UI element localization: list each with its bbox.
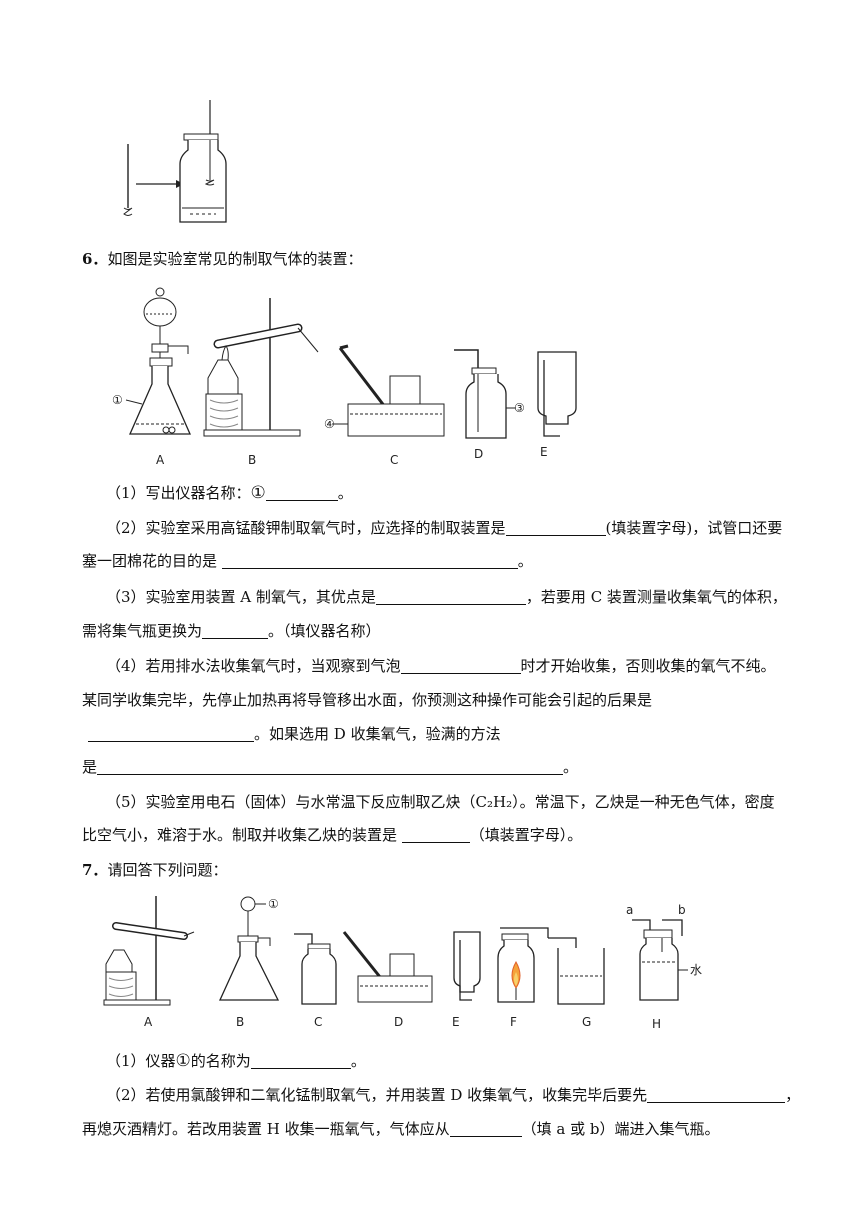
q6-part5-cont: 比空气小，难溶于水。制取并收集乙炔的装置是 （填装置字母）。: [82, 824, 582, 846]
q7-apparatus-d: [342, 931, 433, 1003]
q7-p2b-text: 再熄灭酒精灯。若改用装置 H 收集一瓶氧气，气体应从: [82, 1120, 450, 1138]
q6-answer-blank-3b[interactable]: [202, 622, 269, 639]
q6-part3: （3）实验室用装置 A 制氧气，其优点是 ，若要用 C 装置测量收集氧气的体积，: [106, 586, 787, 608]
q6-p4c-text: 。如果选用 D 收集氧气，验满的方法: [254, 725, 501, 743]
q7-stem: 7．请回答下列问题：: [82, 859, 227, 881]
q6-p3b-end: 。（填仪器名称）: [268, 622, 381, 640]
q6-label-e: E: [540, 445, 548, 459]
q7-label-water: 水: [690, 963, 702, 977]
q7-part1: （1）仪器①的名称为 。: [106, 1050, 366, 1072]
q6-part2: （2）实验室采用高锰酸钾制取氧气时，应选择的制取装置是 (填装置字母)，试管口还要: [106, 517, 782, 539]
q6-answer-blank-5[interactable]: [401, 826, 470, 843]
q6-p4b-text: 某同学收集完毕，先停止加热再将导管移出水面，你预测这种操作可能会引起的后果是: [82, 691, 653, 709]
q6-apparatus-c: [332, 344, 445, 437]
q7-label-h: H: [652, 1017, 661, 1031]
q6-p2-tail: (填装置字母)，试管口还要: [605, 519, 783, 537]
q6-part4-cont2: 。如果选用 D 收集氧气，验满的方法: [88, 723, 501, 745]
q6-label-a: A: [156, 453, 165, 467]
q6-number: 6．: [82, 250, 108, 268]
q6-p2b-text: 塞一团棉花的目的是: [82, 552, 222, 570]
q6-answer-blank-4b[interactable]: [88, 725, 254, 742]
q7-answer-blank-2a[interactable]: [647, 1086, 786, 1103]
q6-apparatus-b: [203, 298, 319, 437]
q7-apparatus-a: [103, 896, 195, 1006]
q6-part4-cont3: 是。: [82, 756, 578, 778]
q6-part2-cont: 塞一团棉花的目的是 。: [82, 550, 533, 572]
q6-label-c1: ①: [112, 393, 123, 407]
q6-part4-cont: 某同学收集完毕，先停止加热再将导管移出水面，你预测这种操作可能会引起的后果是: [82, 689, 652, 711]
q6-p5b-end: （填装置字母）。: [469, 826, 583, 844]
q6-label-d: D: [474, 447, 483, 461]
q6-answer-blank-3a[interactable]: [375, 588, 526, 605]
q6-label-c4: ④: [324, 417, 335, 431]
q6-p3-text: （3）实验室用装置 A 制氧气，其优点是: [106, 588, 376, 606]
q6-label-c: C: [390, 453, 398, 467]
q7-part2: （2）若使用氯酸钾和二氧化锰制取氧气，并用装置 D 收集氧气，收集完毕后要先 ，: [106, 1084, 800, 1106]
q6-label-c3: ③: [514, 401, 525, 415]
q6-part4: （4）若用排水法收集氧气时，当观察到气泡 时才开始收集，否则收集的氧气不纯。: [106, 655, 776, 677]
q6-apparatus-e: [537, 351, 577, 437]
q7-stem-text: 请回答下列问题：: [107, 861, 228, 879]
q7-p2b-end: （填 a 或 b）端进入集气瓶。: [521, 1120, 720, 1138]
q7-answer-blank-1[interactable]: [250, 1052, 351, 1069]
q6-p2b-end: 。: [517, 552, 533, 570]
q7-part2-cont: 再熄灭酒精灯。若改用装置 H 收集一瓶氧气，气体应从 （填 a 或 b）端进入集气…: [82, 1118, 719, 1140]
q6-p1-end: 。: [337, 484, 353, 502]
q7-apparatus-h: [632, 919, 688, 1001]
q6-apparatus-figure: ① A B ④ C ③ D E: [112, 287, 577, 467]
q7-label-b-port: b: [678, 903, 686, 917]
q6-p2-text: （2）实验室采用高锰酸钾制取氧气时，应选择的制取装置是: [106, 519, 506, 537]
q6-label-b: B: [248, 453, 256, 467]
q7-apparatus-figure: A ① B C D E F: [103, 896, 702, 1031]
top-figure-burning-wire: [123, 100, 227, 223]
q7-label-c: C: [314, 1015, 322, 1029]
q7-p1-text: （1）仪器: [106, 1052, 176, 1070]
q6-p4d-text: 是: [82, 758, 98, 776]
q7-apparatus-g: [548, 937, 605, 1005]
q6-p3b-text: 需将集气瓶更换为: [82, 622, 203, 640]
q6-answer-blank-1[interactable]: [265, 484, 338, 501]
q7-number: 7．: [82, 861, 108, 879]
q6-part5: （5）实验室用电石（固体）与水常温下反应制取乙炔（C₂H₂）。常温下，乙炔是一种…: [106, 791, 775, 813]
q7-label-c1: ①: [268, 897, 279, 911]
q7-apparatus-c: [294, 933, 337, 1005]
q6-p5b-text: 比空气小，难溶于水。制取并收集乙炔的装置是: [82, 826, 402, 844]
q6-p3-tail: ，若要用 C 装置测量收集氧气的体积，: [525, 588, 787, 606]
q6-answer-blank-2a[interactable]: [505, 519, 606, 536]
q7-p1-end: 。: [350, 1052, 366, 1070]
q7-label-a-port: a: [626, 903, 633, 917]
q7-apparatus-b: [218, 896, 280, 1001]
q6-p4-tail: 时才开始收集，否则收集的氧气不纯。: [520, 657, 776, 675]
q6-apparatus-d: [454, 349, 516, 439]
q6-answer-blank-2b[interactable]: [221, 552, 518, 569]
q6-stem-text: 如图是实验室常见的制取气体的装置：: [107, 250, 363, 268]
q7-p1-mid: 的名称为: [190, 1052, 251, 1070]
q7-label-d: D: [394, 1015, 403, 1029]
q7-label-e: E: [452, 1015, 460, 1029]
q7-apparatus-e: [453, 931, 481, 1001]
q6-p5-text: （5）实验室用电石（固体）与水常温下反应制取乙炔（C₂H₂）。常温下，乙炔是一种…: [106, 793, 775, 811]
q6-part3-cont: 需将集气瓶更换为 。（填仪器名称）: [82, 620, 381, 642]
q6-answer-blank-4a[interactable]: [400, 657, 521, 674]
q7-p1-circle: ①: [175, 1051, 191, 1071]
q6-part1: （1）写出仪器名称：① 。: [106, 482, 353, 504]
q6-p1-text: （1）写出仪器名称：: [106, 484, 251, 502]
q6-p4d-end: 。: [563, 758, 579, 776]
q7-apparatus-f: [497, 927, 549, 1003]
q7-label-f: F: [510, 1015, 517, 1029]
q6-stem: 6．如图是实验室常见的制取气体的装置：: [82, 248, 362, 270]
q6-p4-text: （4）若用排水法收集氧气时，当观察到气泡: [106, 657, 401, 675]
q6-answer-blank-4c[interactable]: [97, 758, 564, 775]
q6-apparatus-a: [125, 287, 191, 435]
q7-label-g: G: [582, 1015, 591, 1029]
q7-p2-text: （2）若使用氯酸钾和二氧化锰制取氧气，并用装置 D 收集氧气，收集完毕后要先: [106, 1086, 648, 1104]
q7-answer-blank-2b[interactable]: [449, 1120, 522, 1137]
q7-p2-tail: ，: [785, 1086, 801, 1104]
q7-label-a: A: [144, 1015, 153, 1029]
q7-label-b: B: [236, 1015, 244, 1029]
q6-p1-circle: ①: [250, 483, 266, 503]
